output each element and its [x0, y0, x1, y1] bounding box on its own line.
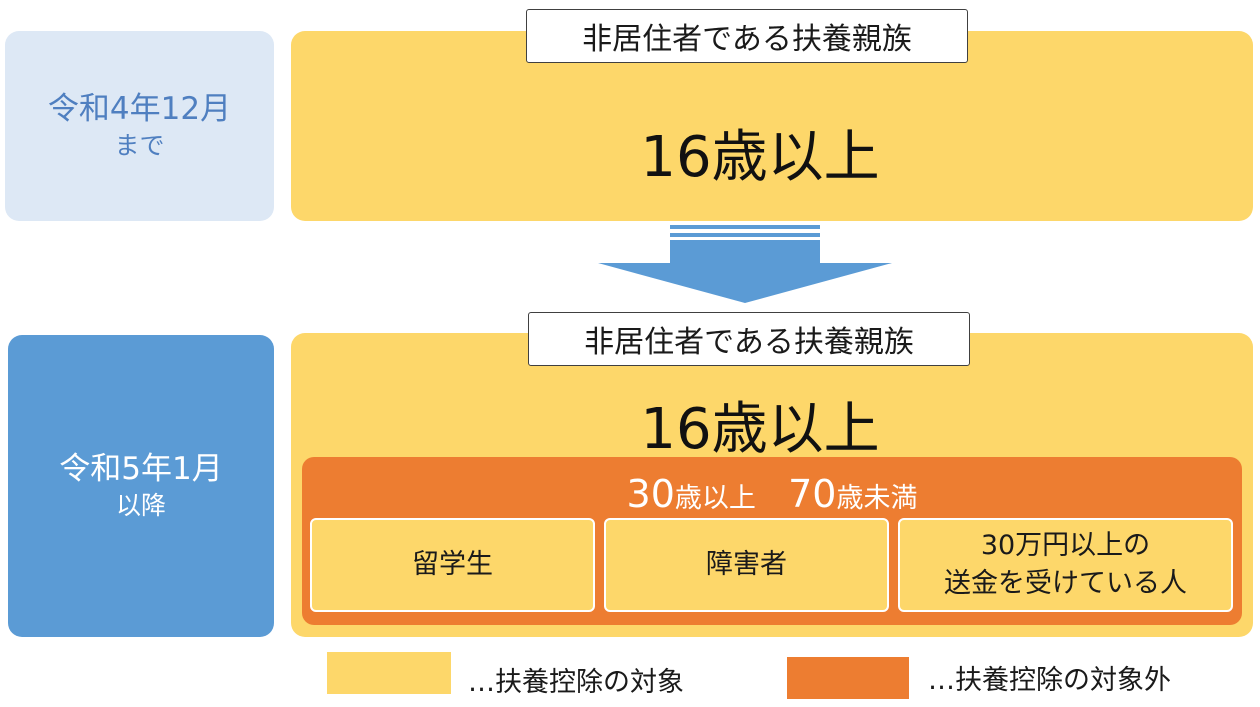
category-disabled: 障害者: [604, 518, 889, 612]
legend-excluded-label: …扶養控除の対象外: [928, 665, 1171, 696]
legend-target-swatch: [327, 652, 451, 694]
period-before-line1: 令和4年12月: [47, 91, 232, 127]
period-after-line2: 以降: [115, 491, 166, 520]
range-to-unit: 歳未満: [836, 483, 918, 514]
legend-target-label: …扶養控除の対象: [468, 667, 684, 698]
category-remittance-line2: 送金を受けている人: [944, 568, 1187, 599]
after-age-label: 16歳以上: [640, 397, 880, 462]
excluded-age-range: 30歳以上 70歳未満: [302, 472, 1242, 516]
after-tag: 非居住者である扶養親族: [528, 312, 970, 366]
before-tag: 非居住者である扶養親族: [526, 9, 968, 63]
category-student: 留学生: [310, 518, 595, 612]
period-before-box: 令和4年12月 まで: [5, 31, 274, 221]
category-student-label: 留学生: [412, 549, 493, 580]
category-remittance-line1: 30万円以上の: [980, 530, 1151, 561]
down-arrow-icon: [598, 225, 892, 303]
legend-excluded-swatch: [787, 657, 909, 699]
period-after-line1: 令和5年1月: [59, 451, 223, 487]
period-before-line2: まで: [114, 131, 165, 160]
range-to-number: 70: [788, 472, 837, 516]
category-remittance: 30万円以上の 送金を受けている人: [898, 518, 1233, 612]
period-after-box: 令和5年1月 以降: [8, 335, 274, 637]
range-from-number: 30: [626, 472, 675, 516]
range-from-unit: 歳以上: [674, 483, 756, 514]
before-age-label: 16歳以上: [640, 125, 880, 190]
category-disabled-label: 障害者: [706, 549, 787, 580]
